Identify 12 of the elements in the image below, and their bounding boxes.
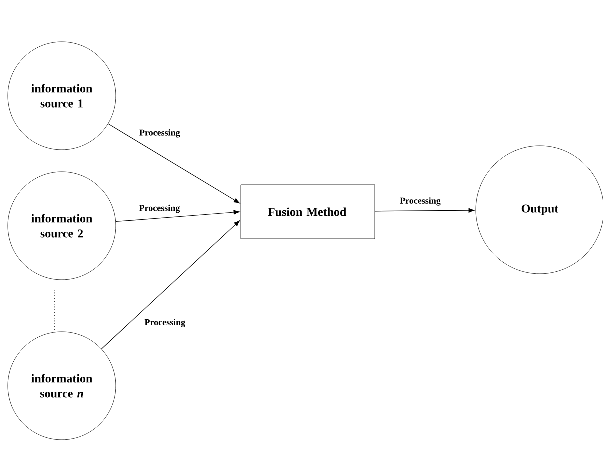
- circle-node: information source 1: [8, 42, 116, 150]
- edge-label: Processing: [138, 128, 182, 139]
- circle-node: information source n: [8, 332, 116, 440]
- arrow: [374, 208, 475, 213]
- edge-label: Processing: [138, 204, 182, 214]
- circle-node: information source 2: [8, 172, 116, 280]
- arrow: [108, 124, 240, 204]
- arrow: [101, 220, 240, 350]
- process-box: Fusion Method: [240, 184, 376, 240]
- arrow: [116, 210, 240, 222]
- edge-label: Processing: [144, 318, 187, 328]
- edge-label: Processing: [399, 196, 442, 207]
